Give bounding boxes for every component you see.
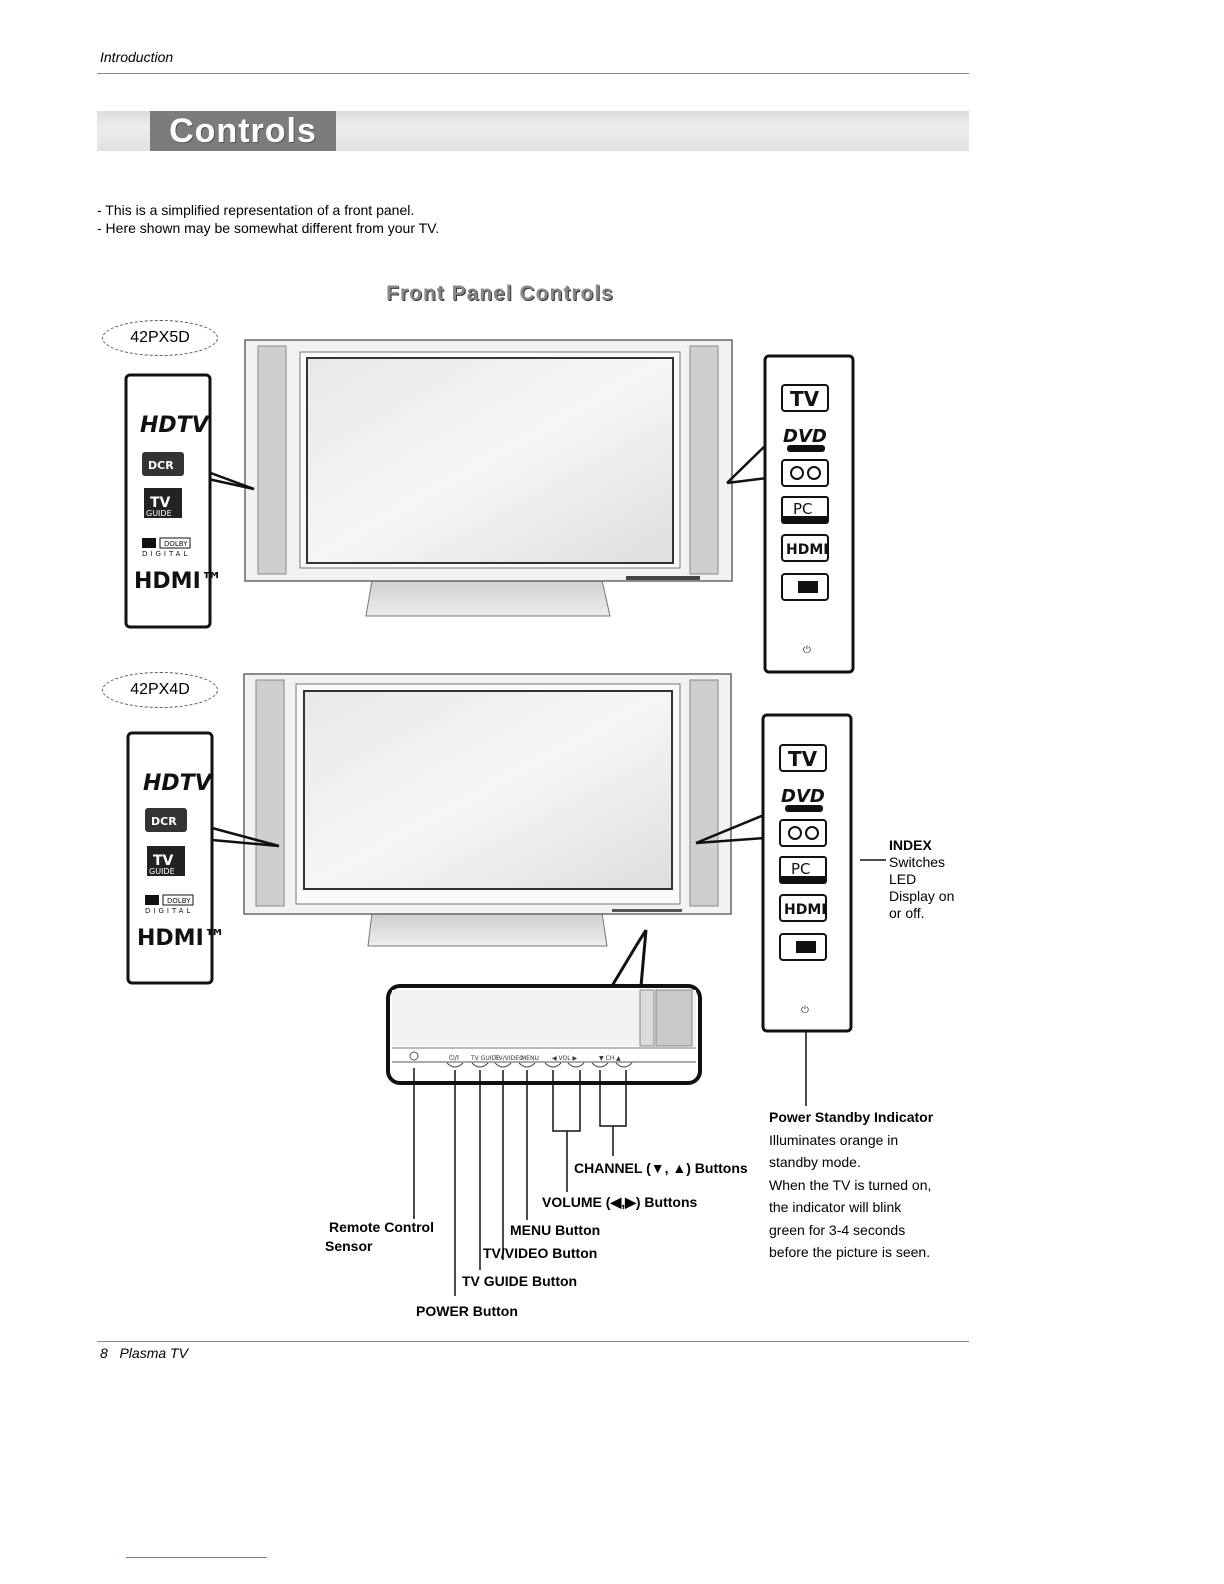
intro-line-2: - Here shown may be somewhat different f… xyxy=(97,220,440,236)
control-strip-zoom: ⏻/I TV GUIDE TV/VIDEO MENU ◀ VOL ▶ ▼ CH … xyxy=(386,929,702,1085)
page-footer: 8 Plasma TV xyxy=(100,1345,188,1361)
svg-text:PC: PC xyxy=(791,860,811,878)
leader-lines xyxy=(413,1068,627,1296)
model-label-42px5d: 42PX5D xyxy=(102,320,218,356)
tv-42px5d xyxy=(244,339,733,617)
header-rule xyxy=(97,73,969,74)
side-panel-42px4d: TV DVD PC HDMI ⏻ xyxy=(695,713,886,1106)
svg-text:TV: TV xyxy=(150,495,171,511)
tvvideo-button-label: TV/VIDEO Button xyxy=(483,1245,598,1261)
standby-line: standby mode. xyxy=(769,1154,861,1170)
index-line: or off. xyxy=(889,905,925,921)
page-title: Controls xyxy=(150,111,336,151)
standby-line: before the picture is seen. xyxy=(769,1244,931,1260)
svg-text:DCR: DCR xyxy=(151,815,177,828)
svg-text:HDMI: HDMI xyxy=(786,542,828,558)
index-title: INDEX xyxy=(889,837,932,853)
svg-text:DIGITAL: DIGITAL xyxy=(145,907,193,915)
svg-text:GUIDE: GUIDE xyxy=(146,509,172,518)
standby-line: green for 3-4 seconds xyxy=(769,1221,906,1238)
diagram-title: Front Panel Controls xyxy=(386,282,614,305)
svg-text:DOLBY: DOLBY xyxy=(164,540,188,548)
standby-title: Power Standby Indicator xyxy=(769,1109,934,1125)
svg-text:DVD: DVD xyxy=(783,426,827,447)
index-line: LED xyxy=(889,871,917,887)
footer-rule xyxy=(97,1341,969,1342)
svg-text:TV: TV xyxy=(153,853,174,869)
menu-button-label: MENU Button xyxy=(510,1222,601,1238)
standby-description: Power Standby Indicator Illuminates oran… xyxy=(769,1106,969,1264)
index-line: Switches xyxy=(889,854,946,870)
svg-text:▼ CH ▲: ▼ CH ▲ xyxy=(599,1055,621,1062)
remote-sensor-label-line2: Sensor xyxy=(325,1238,373,1254)
svg-text:TV: TV xyxy=(790,387,820,411)
channel-buttons-label: CHANNEL (▼, ▲) Buttons xyxy=(574,1160,748,1176)
svg-text:HDTV: HDTV xyxy=(143,771,214,796)
logo-panel-42px4d: HDTV DCR TV GUIDE DOLBY DIGITAL HDMI™ xyxy=(126,731,280,985)
svg-text:MENU: MENU xyxy=(521,1055,539,1062)
svg-text:DIGITAL: DIGITAL xyxy=(142,550,190,558)
svg-text:HDMI: HDMI xyxy=(784,902,826,918)
svg-text:HDTV: HDTV xyxy=(140,413,211,438)
power-button-label: POWER Button xyxy=(416,1303,518,1319)
logo-panel-42px5d: HDTV DCR TV GUIDE DOLBY DIGITAL HDMI™ xyxy=(124,373,255,629)
svg-text:HDMI™: HDMI™ xyxy=(134,569,223,594)
side-panel-42px5d: TV DVD PC HDMI ⏻ xyxy=(726,354,855,674)
remote-sensor-label-line1: Remote Control xyxy=(329,1219,434,1235)
svg-text:DCR: DCR xyxy=(148,459,174,472)
page-number: 8 xyxy=(100,1345,108,1361)
standby-line: Illuminates orange in xyxy=(769,1131,899,1148)
section-label: Introduction xyxy=(100,49,174,65)
svg-text:TV GUIDE: TV GUIDE xyxy=(470,1055,500,1062)
svg-text:DVD: DVD xyxy=(781,786,825,807)
svg-text:HDMI™: HDMI™ xyxy=(137,926,226,951)
index-line: Display on xyxy=(889,888,955,904)
svg-text:PC: PC xyxy=(793,500,813,518)
svg-text:GUIDE: GUIDE xyxy=(149,867,175,876)
tv-42px4d xyxy=(243,673,732,947)
index-description: INDEX Switches LED Display on or off. xyxy=(889,837,969,922)
standby-line: When the TV is turned on, xyxy=(769,1176,932,1193)
svg-text:⏻: ⏻ xyxy=(803,645,811,656)
svg-text:TV: TV xyxy=(788,747,818,771)
svg-text:⏻/I: ⏻/I xyxy=(449,1054,459,1062)
svg-text:◀ VOL ▶: ◀ VOL ▶ xyxy=(552,1055,577,1062)
model-label-42px4d: 42PX4D xyxy=(102,672,218,708)
product-name: Plasma TV xyxy=(119,1345,188,1361)
tvguide-button-label: TV GUIDE Button xyxy=(462,1273,578,1289)
volume-buttons-label: VOLUME (◀,▶) Buttons xyxy=(542,1194,698,1210)
svg-text:⏻: ⏻ xyxy=(801,1005,809,1016)
bottom-link-line xyxy=(126,1557,267,1558)
intro-line-1: - This is a simplified representation of… xyxy=(97,202,415,218)
standby-line: the indicator will blink xyxy=(769,1199,902,1215)
svg-text:DOLBY: DOLBY xyxy=(167,897,191,905)
svg-text:TV/VIDEO: TV/VIDEO xyxy=(494,1055,524,1062)
